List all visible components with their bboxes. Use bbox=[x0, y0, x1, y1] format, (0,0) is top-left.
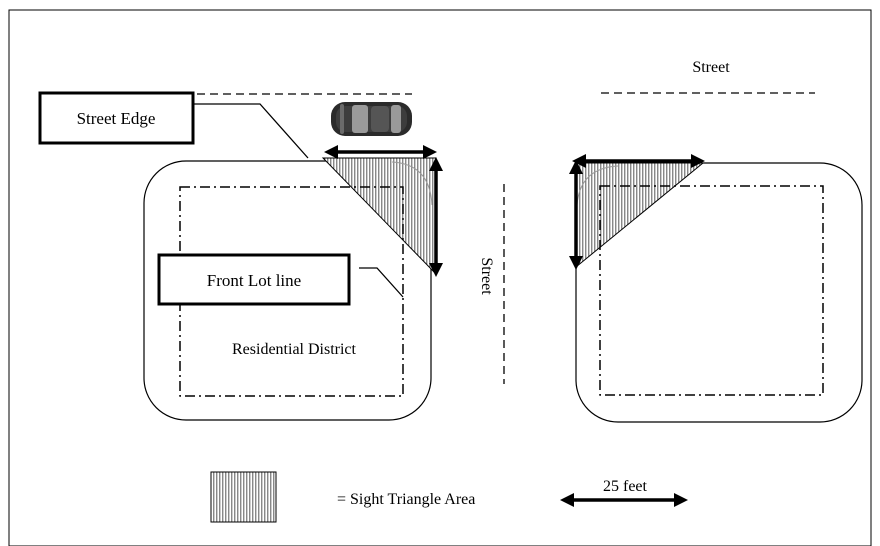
front-lot-line-leader bbox=[359, 267, 404, 298]
left-corner-curve bbox=[391, 161, 433, 206]
sight-triangle-legend-label: = Sight Triangle Area bbox=[337, 491, 475, 508]
street-edge-label: Street Edge bbox=[77, 109, 156, 128]
left-horizontal-arrow bbox=[324, 145, 437, 159]
street-edge-label-box bbox=[38, 91, 195, 145]
street-top-label: Street bbox=[692, 59, 730, 76]
right-vertical-arrow bbox=[569, 160, 583, 270]
front-lot-line-label: Front Lot line bbox=[207, 271, 301, 290]
right-horizontal-arrow bbox=[572, 154, 705, 168]
left-front-lot-line bbox=[179, 186, 404, 397]
figure-frame bbox=[8, 9, 872, 546]
scale-legend-label: 25 feet bbox=[603, 478, 648, 495]
right-front-lot-line bbox=[599, 185, 824, 396]
right-lot-outline bbox=[575, 162, 863, 423]
street-vertical-label: Street bbox=[478, 257, 495, 295]
sight-triangle-legend-swatch bbox=[210, 471, 277, 523]
scale-legend-arrow bbox=[560, 493, 688, 507]
left-vertical-arrow bbox=[429, 157, 443, 277]
front-lot-line-label-box bbox=[157, 253, 351, 306]
car-icon bbox=[331, 102, 412, 136]
left-lot-outline bbox=[143, 160, 432, 421]
street-edge-leader bbox=[194, 103, 309, 159]
residential-district-label: Residential District bbox=[232, 341, 357, 358]
right-corner-curve bbox=[576, 165, 619, 206]
right-sight-triangle bbox=[575, 162, 705, 269]
